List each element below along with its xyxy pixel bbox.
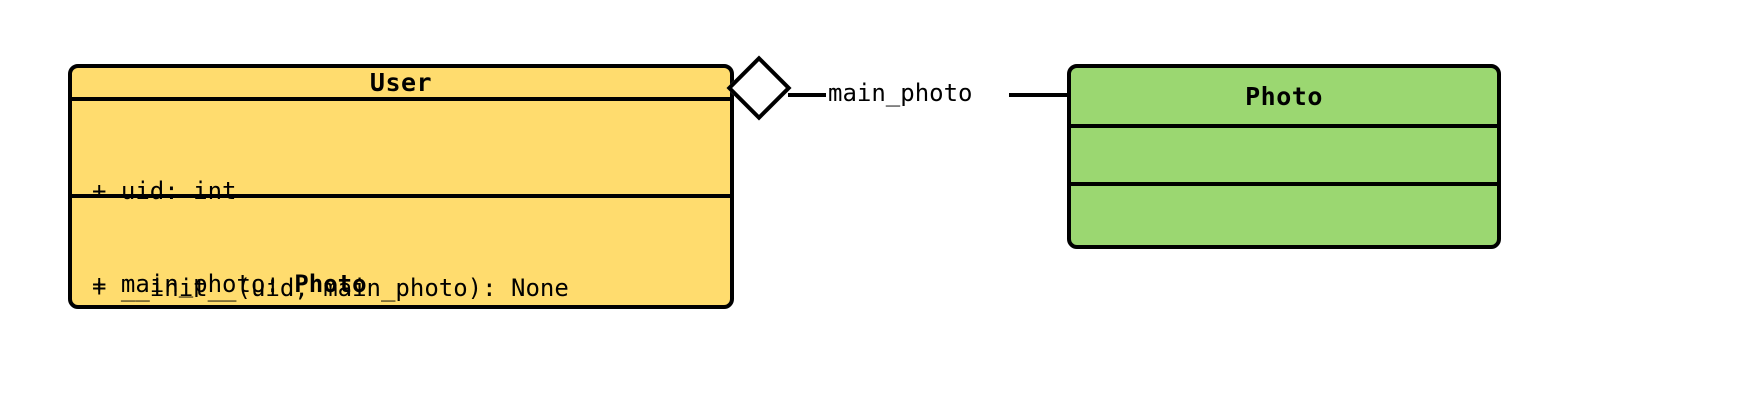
aggregation-diamond-icon xyxy=(726,55,792,121)
attribute-main-photo-type: Photo xyxy=(294,269,367,298)
attributes-compartment-user: + uid: int + main_photo: Photo xyxy=(72,97,730,298)
attribute-uid: + uid: int xyxy=(92,177,237,206)
attributes-compartment-photo xyxy=(1071,124,1497,182)
association-label: main_photo xyxy=(826,78,975,108)
attribute-main-photo: + main_photo: Photo xyxy=(92,269,712,300)
class-name-photo: Photo xyxy=(1245,81,1323,111)
class-box-user[interactable]: User + uid: int + main_photo: Photo + __… xyxy=(68,64,734,309)
attribute-main-photo-label: + main_photo: xyxy=(92,269,295,298)
class-box-photo[interactable]: Photo xyxy=(1067,64,1501,249)
method-init: + __init__(uid, main_photo): None xyxy=(92,274,569,303)
association-line-left xyxy=(788,93,826,97)
association-line-right xyxy=(1009,93,1067,97)
methods-compartment-photo xyxy=(1071,182,1497,245)
class-name-user: User xyxy=(369,68,433,97)
methods-compartment-user: + __init__(uid, main_photo): None xyxy=(72,194,730,305)
